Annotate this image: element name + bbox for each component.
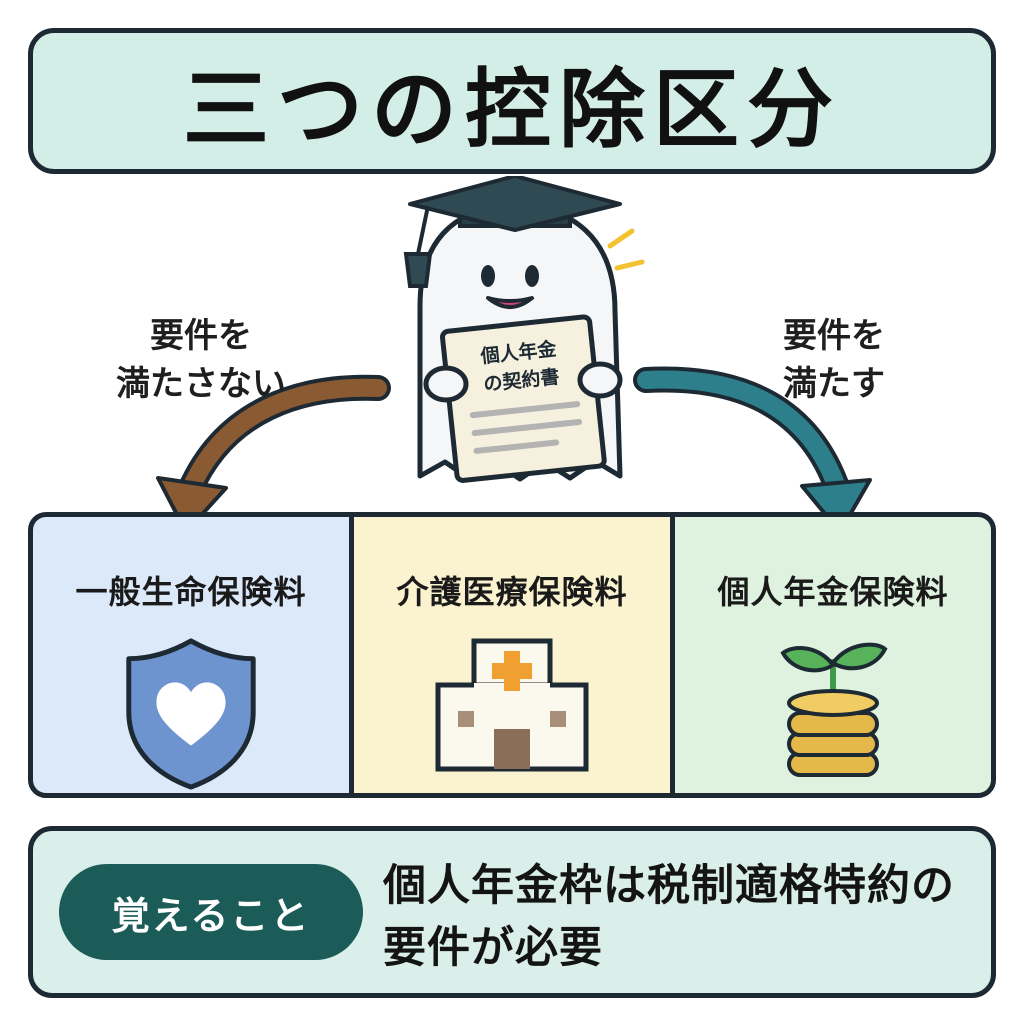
memo-text: 個人年金枠は税制適格特約の 要件が必要 — [383, 855, 983, 979]
title-banner: 三つの控除区分 — [28, 28, 996, 174]
hospital-icon — [435, 638, 589, 772]
sprout-coins-icon — [780, 642, 888, 777]
memo-badge: 覚えること — [59, 864, 363, 960]
shield-heart-icon — [126, 638, 256, 790]
memo-line1: 個人年金枠は税制適格特約の — [383, 861, 955, 911]
condition-left-line1: 要件を — [150, 316, 252, 356]
memo-box: 覚えること 個人年金枠は税制適格特約の 要件が必要 — [28, 826, 996, 998]
arrow-left-not-meet — [156, 374, 391, 534]
panel-nursing-medical-label: 介護医療保険料 — [396, 573, 628, 611]
contract-document: 個人年金 の契約書 — [440, 314, 607, 483]
condition-right-line2: 満たす — [783, 364, 885, 404]
condition-right-line1: 要件を — [783, 316, 885, 356]
panel-individual-pension-label: 個人年金保険料 — [717, 573, 949, 611]
panel-individual-pension: 個人年金保険料 — [675, 517, 991, 793]
ghost-mascot-illustration: 個人年金 の契約書 — [403, 176, 645, 483]
condition-left-line2: 満たさない — [116, 364, 286, 404]
condition-not-met-label: 要件を 満たさない — [96, 312, 306, 408]
graduation-cap-icon — [403, 176, 622, 288]
panel-general-life: 一般生命保険料 — [33, 517, 349, 793]
page-title: 三つの控除区分 — [183, 59, 841, 160]
memo-line2: 要件が必要 — [383, 923, 603, 973]
panel-nursing-medical: 介護医療保険料 — [354, 517, 670, 793]
panel-general-life-label: 一般生命保険料 — [75, 573, 307, 611]
condition-met-label: 要件を 満たす — [744, 312, 924, 408]
sparkle-icon — [607, 228, 645, 271]
category-panels: 一般生命保険料 介護医療保険料 個人年金保険料 — [28, 512, 996, 798]
